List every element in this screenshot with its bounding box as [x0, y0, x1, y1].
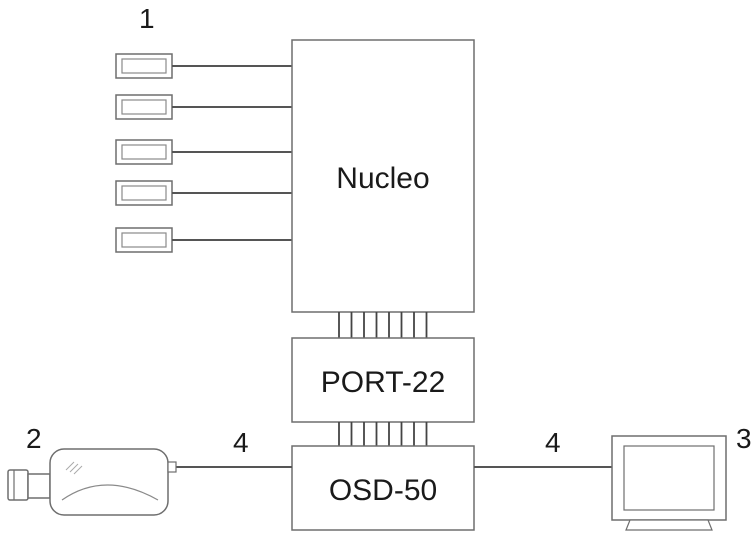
- sensor-module-icon: [115, 139, 292, 165]
- port-block: [291, 337, 475, 423]
- nucleo-label: Nucleo: [336, 162, 429, 195]
- sensors-number-label: 1: [139, 3, 155, 34]
- cable-left-number-label: 4: [233, 427, 249, 458]
- sensor-group: [115, 53, 292, 253]
- monitor-number-label: 3: [736, 423, 752, 454]
- bus-port-osd: [338, 422, 428, 446]
- video-camera-icon: [7, 448, 177, 516]
- monitor-icon: [611, 435, 727, 531]
- cable-right-number-label: 4: [545, 427, 561, 458]
- bus-nucleo-port: [338, 312, 428, 338]
- camera-number-label: 2: [26, 423, 42, 454]
- sensor-module-icon: [115, 94, 292, 120]
- osd-label: OSD-50: [329, 474, 437, 507]
- sensor-module-icon: [115, 53, 292, 79]
- osd-block: [291, 445, 475, 531]
- sensor-module-icon: [115, 180, 292, 206]
- port-label: PORT-22: [321, 366, 446, 399]
- sensor-module-icon: [115, 227, 292, 253]
- nucleo-block: [291, 39, 475, 313]
